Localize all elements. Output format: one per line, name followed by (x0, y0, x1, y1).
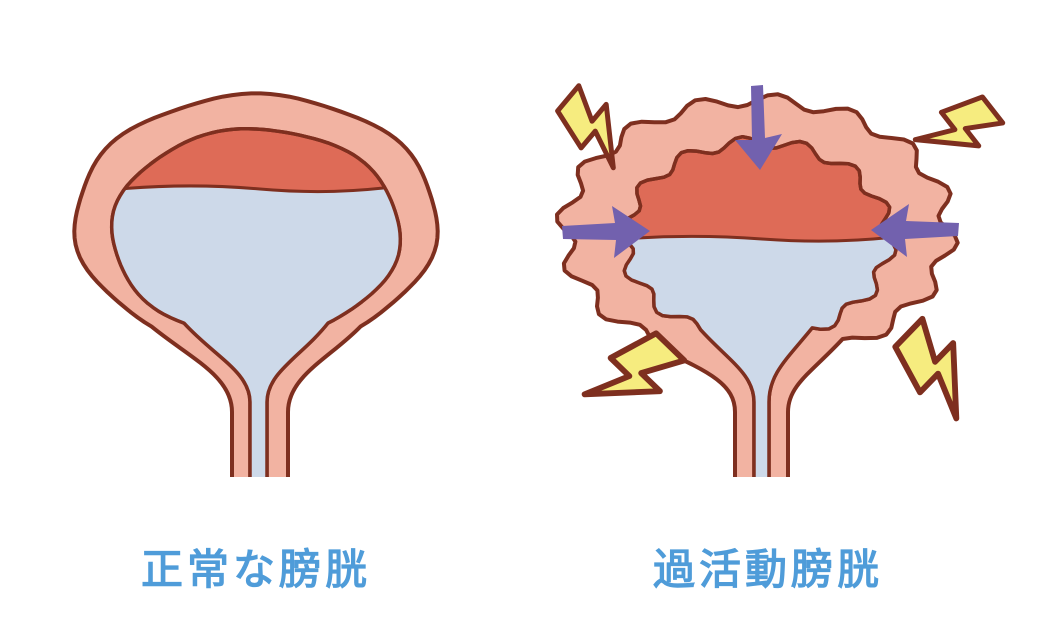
urine-fill (111, 184, 401, 494)
arrow-right-icon (562, 206, 650, 258)
spasm-bolts (555, 83, 1006, 422)
overactive-bladder-figure (555, 83, 1006, 496)
normal-bladder-figure (72, 91, 440, 496)
lightning-icon (555, 83, 616, 171)
cavity-outline (109, 127, 403, 496)
urethra-cutoff-mask (0, 477, 1060, 507)
lightning-icon (581, 330, 688, 398)
normal-bladder-label: 正常な膀胱 (140, 545, 371, 594)
arrow-left-icon (871, 204, 959, 257)
lightning-icon (912, 94, 1006, 149)
overactive-bladder-label: 過活動膀胱 (652, 545, 883, 594)
urine-surface-line (618, 232, 896, 243)
arrow-down-icon (735, 85, 782, 170)
pressure-arrows (562, 85, 959, 258)
lightning-icon (892, 315, 960, 422)
urine-surface-line (111, 182, 401, 194)
